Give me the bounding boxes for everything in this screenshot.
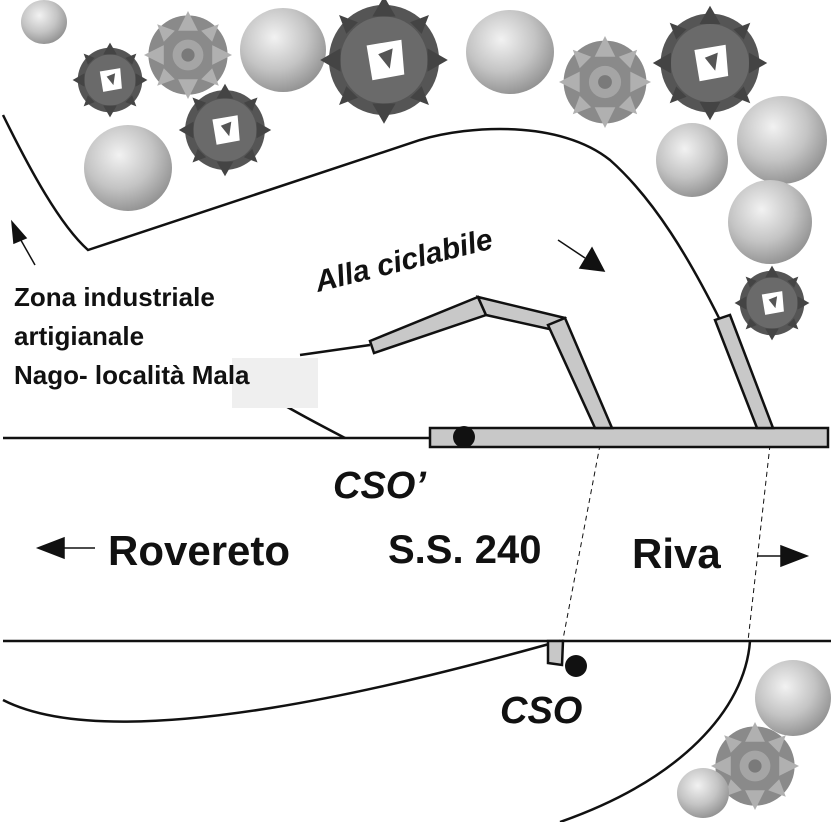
- tree-icon: [144, 11, 232, 99]
- zone-label-line3: Nago- località Mala: [14, 360, 250, 390]
- cso-marker: [565, 655, 587, 677]
- cso-label: CSO: [500, 690, 582, 732]
- bush-icon: [21, 0, 67, 44]
- tree-icon: [178, 83, 272, 177]
- arrow-up-left-icon: [11, 219, 28, 245]
- bush-icon: [656, 123, 728, 197]
- arrow-left-icon: [35, 536, 65, 560]
- main-pipe: [428, 426, 830, 449]
- cso-prime-marker: [453, 426, 475, 448]
- bush-icon: [677, 768, 729, 818]
- bush-icon: [737, 96, 827, 184]
- tree-icon: [734, 265, 810, 341]
- branch-pipe: [713, 313, 775, 430]
- arrow-right-icon: [780, 544, 810, 568]
- bush-icon: [755, 660, 831, 736]
- rovereto-label: Rovereto: [108, 527, 290, 574]
- bush-icon: [84, 125, 172, 211]
- leader-line: [299, 343, 371, 357]
- access-road-curve: [2, 639, 561, 723]
- riva-label: Riva: [632, 530, 721, 577]
- branch-pipe: [546, 316, 614, 430]
- zone-label-line1: Zona industriale: [14, 282, 215, 312]
- cso-prime-label: CSO’: [333, 465, 426, 507]
- crossing-dashed-line: [559, 444, 601, 656]
- bush-icon: [240, 8, 326, 92]
- branch-pipe: [368, 295, 488, 355]
- zone-boundary-line: [1, 114, 722, 321]
- outfall-pipe: [546, 639, 565, 667]
- crossing-dashed-line: [747, 444, 771, 642]
- vegetation-group: [21, 0, 831, 818]
- bush-icon: [466, 10, 554, 94]
- road-label: S.S. 240: [388, 528, 541, 572]
- bush-icon: [728, 180, 812, 264]
- tree-icon: [559, 36, 651, 129]
- arrow-line: [557, 239, 586, 259]
- label-highlight: [232, 358, 318, 408]
- riva-road-curve: [559, 640, 752, 822]
- cycle-path-label: Alla ciclabile: [311, 223, 496, 299]
- arrow-down-right-icon: [578, 246, 606, 272]
- tree-icon: [652, 5, 768, 121]
- zone-label-line2: artigianale: [14, 321, 144, 351]
- tree-icon: [72, 42, 148, 118]
- tree-icon: [320, 0, 448, 124]
